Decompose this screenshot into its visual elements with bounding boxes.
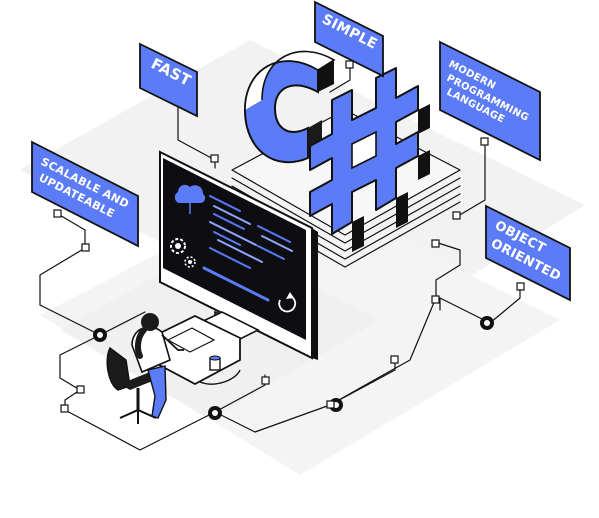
gear-icon — [184, 256, 196, 268]
tag-modern-programming-language: MODERN PROGRAMMING LANGUAGE — [439, 40, 541, 162]
refresh-icon — [278, 292, 297, 313]
connector-lines — [39, 64, 521, 451]
tag-simple: SIMPLE — [314, 0, 384, 78]
csharp-logo: C# — [243, 50, 430, 252]
monitor — [159, 150, 318, 360]
gear-icon — [480, 316, 494, 330]
gear-icon — [93, 328, 107, 342]
gear-icon — [170, 238, 186, 254]
gear-icon — [208, 406, 222, 420]
person-at-desk — [106, 313, 242, 424]
progress-bar — [202, 266, 270, 302]
cup-icon — [209, 355, 221, 371]
code-lines — [209, 195, 293, 269]
connector-nodes — [53, 60, 525, 413]
cloud-icon — [174, 184, 206, 214]
tag-object-oriented: OBJECT ORIENTED — [485, 204, 571, 302]
